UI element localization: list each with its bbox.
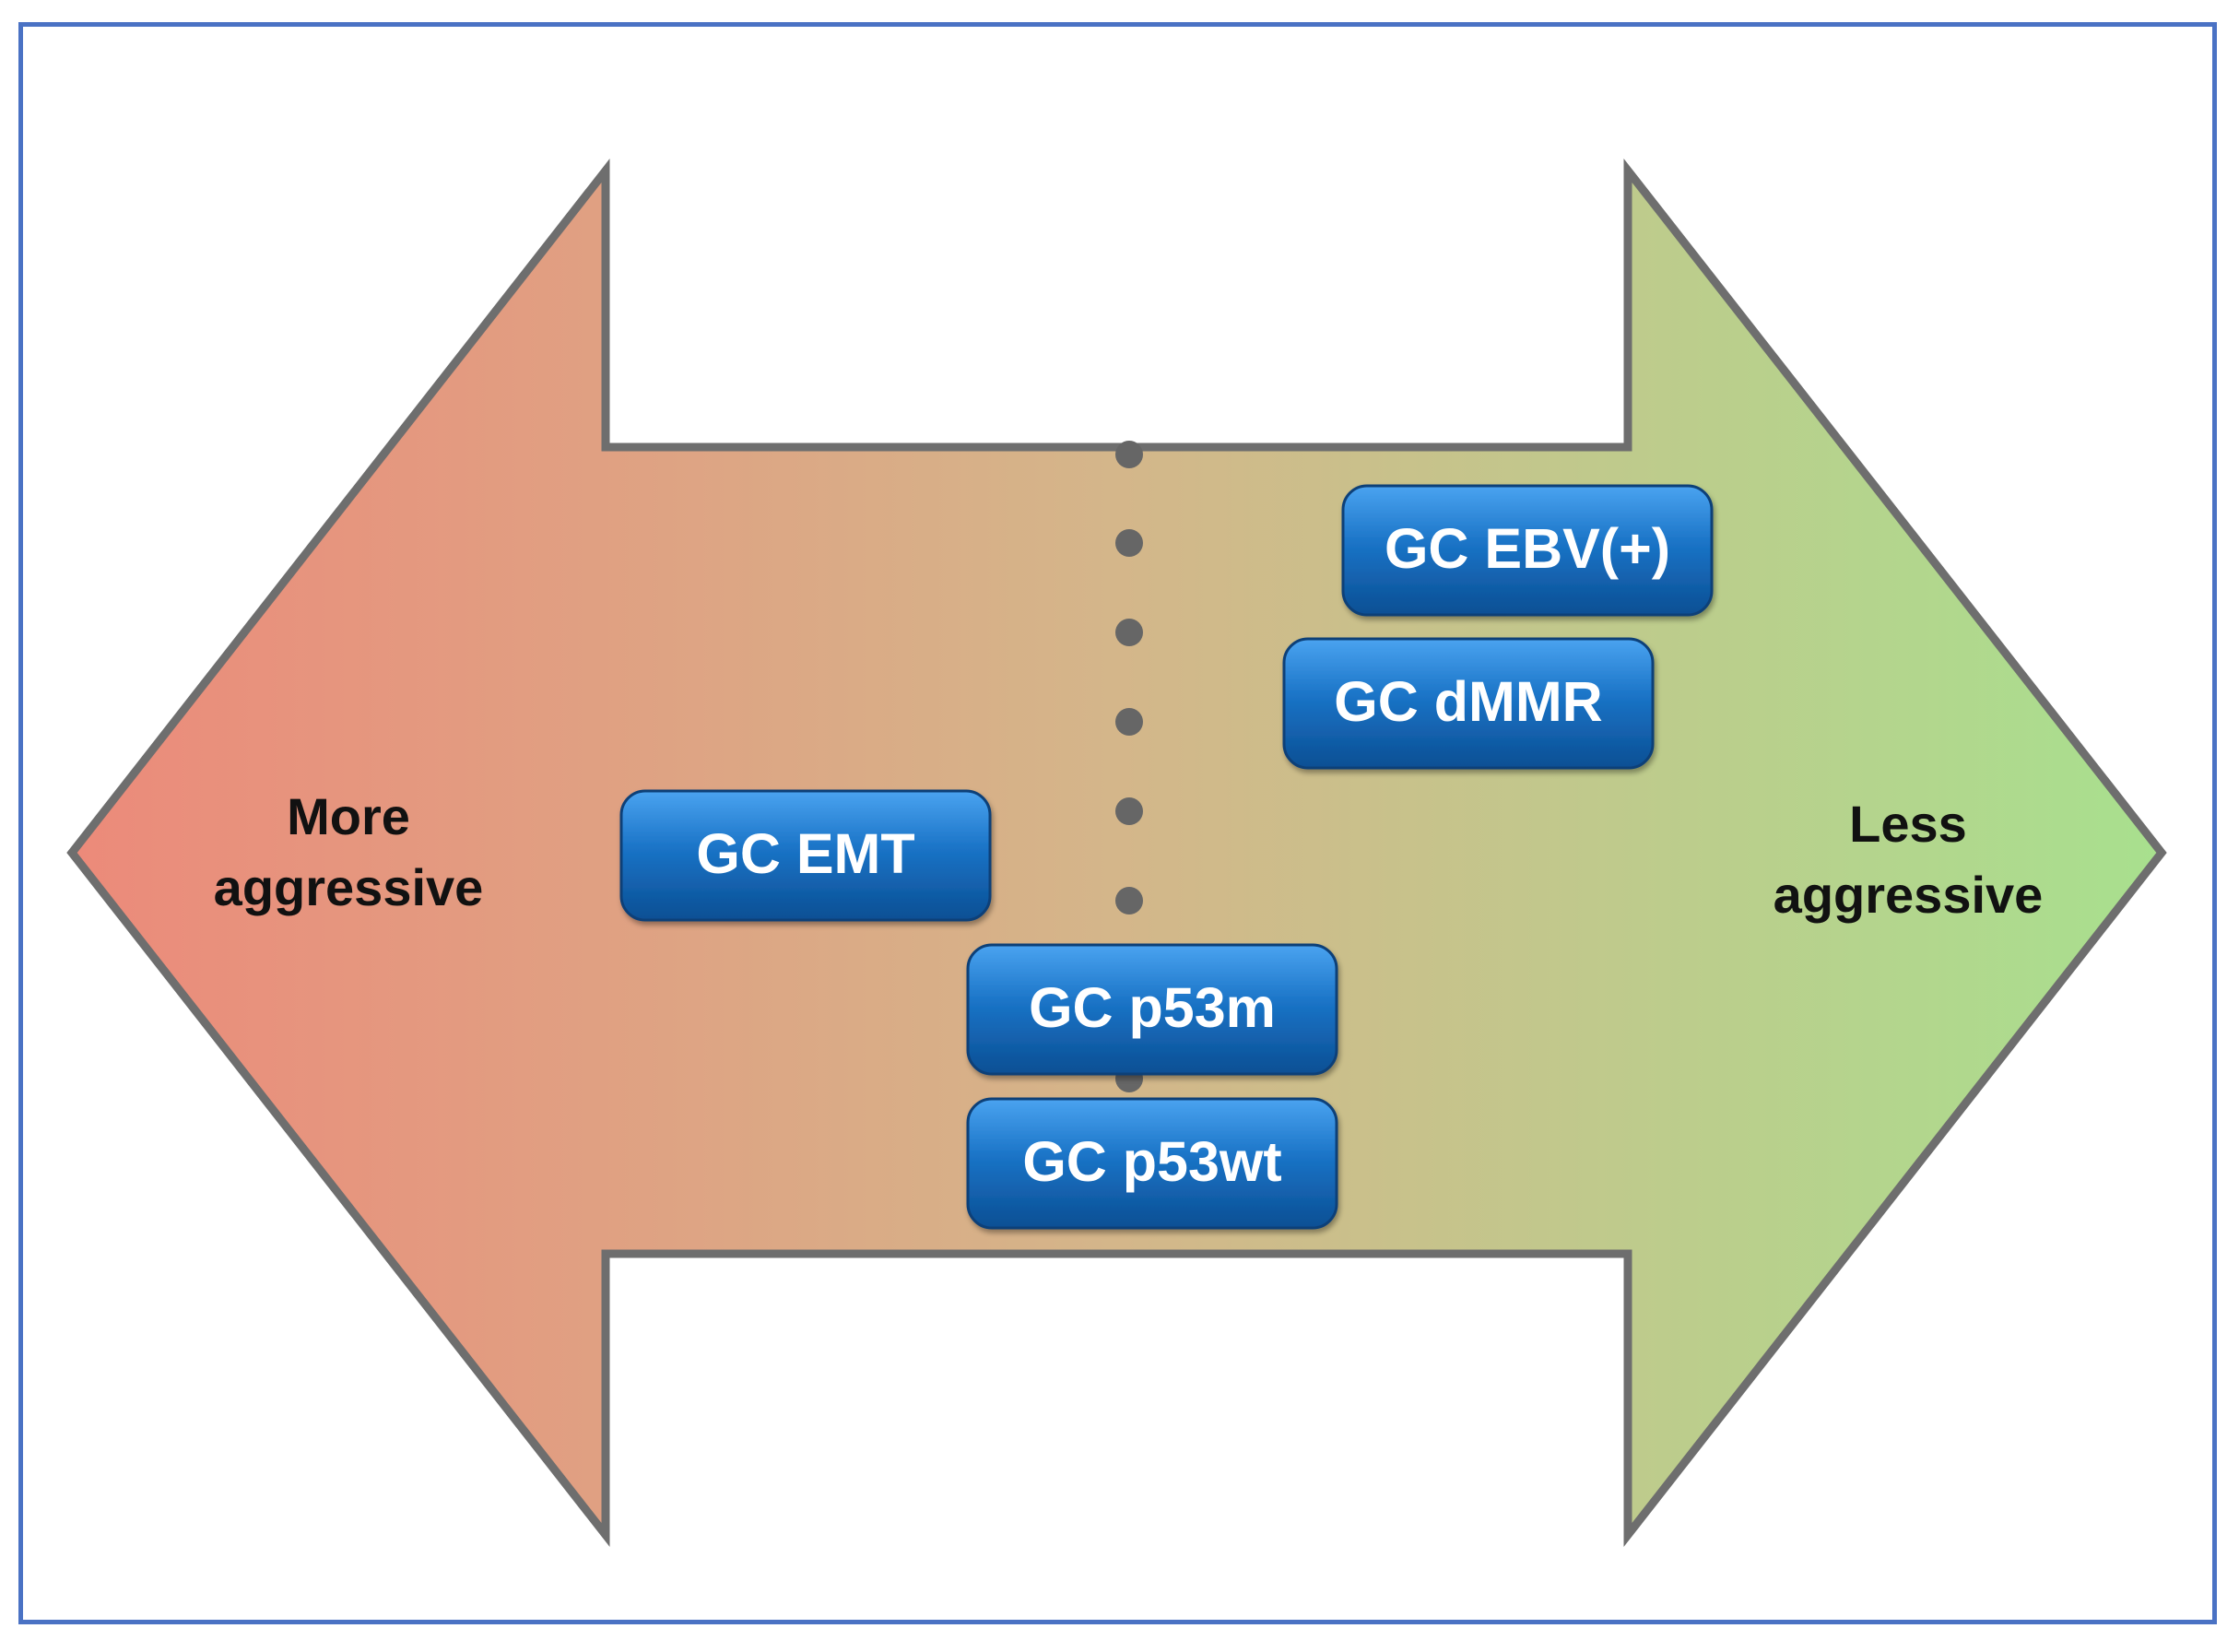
subtype-dmmr-pill: GC dMMR bbox=[1282, 637, 1655, 770]
divider-dot bbox=[1115, 619, 1143, 646]
subtype-p53wt-pill: GC p53wt bbox=[966, 1097, 1338, 1230]
subtype-emt-pill: GC EMT bbox=[619, 789, 992, 922]
double-arrow-shape bbox=[66, 158, 2167, 1548]
divider-dot bbox=[1115, 887, 1143, 914]
divider-dot bbox=[1115, 529, 1143, 557]
subtype-p53wt-label: GC p53wt bbox=[1022, 1130, 1281, 1193]
subtype-p53m-pill: GC p53m bbox=[966, 943, 1338, 1076]
left-label-line1: More bbox=[287, 787, 410, 845]
right-label-line1: Less bbox=[1849, 795, 1967, 853]
subtype-ebv-label: GC EBV(+) bbox=[1385, 517, 1670, 580]
dotted-divider bbox=[1115, 441, 1143, 1092]
left-label-line2: aggressive bbox=[214, 858, 484, 916]
subtype-emt-label: GC EMT bbox=[696, 822, 914, 885]
subtype-p53m-label: GC p53m bbox=[1029, 976, 1276, 1039]
subtype-ebv-pill: GC EBV(+) bbox=[1341, 484, 1714, 617]
more-aggressive-label: More aggressive bbox=[214, 787, 484, 916]
divider-dot bbox=[1115, 797, 1143, 825]
less-aggressive-label: Less aggressive bbox=[1774, 795, 2044, 924]
divider-dot bbox=[1115, 441, 1143, 468]
divider-dot bbox=[1115, 708, 1143, 736]
right-label-line2: aggressive bbox=[1774, 866, 2044, 924]
subtype-dmmr-label: GC dMMR bbox=[1334, 670, 1602, 733]
